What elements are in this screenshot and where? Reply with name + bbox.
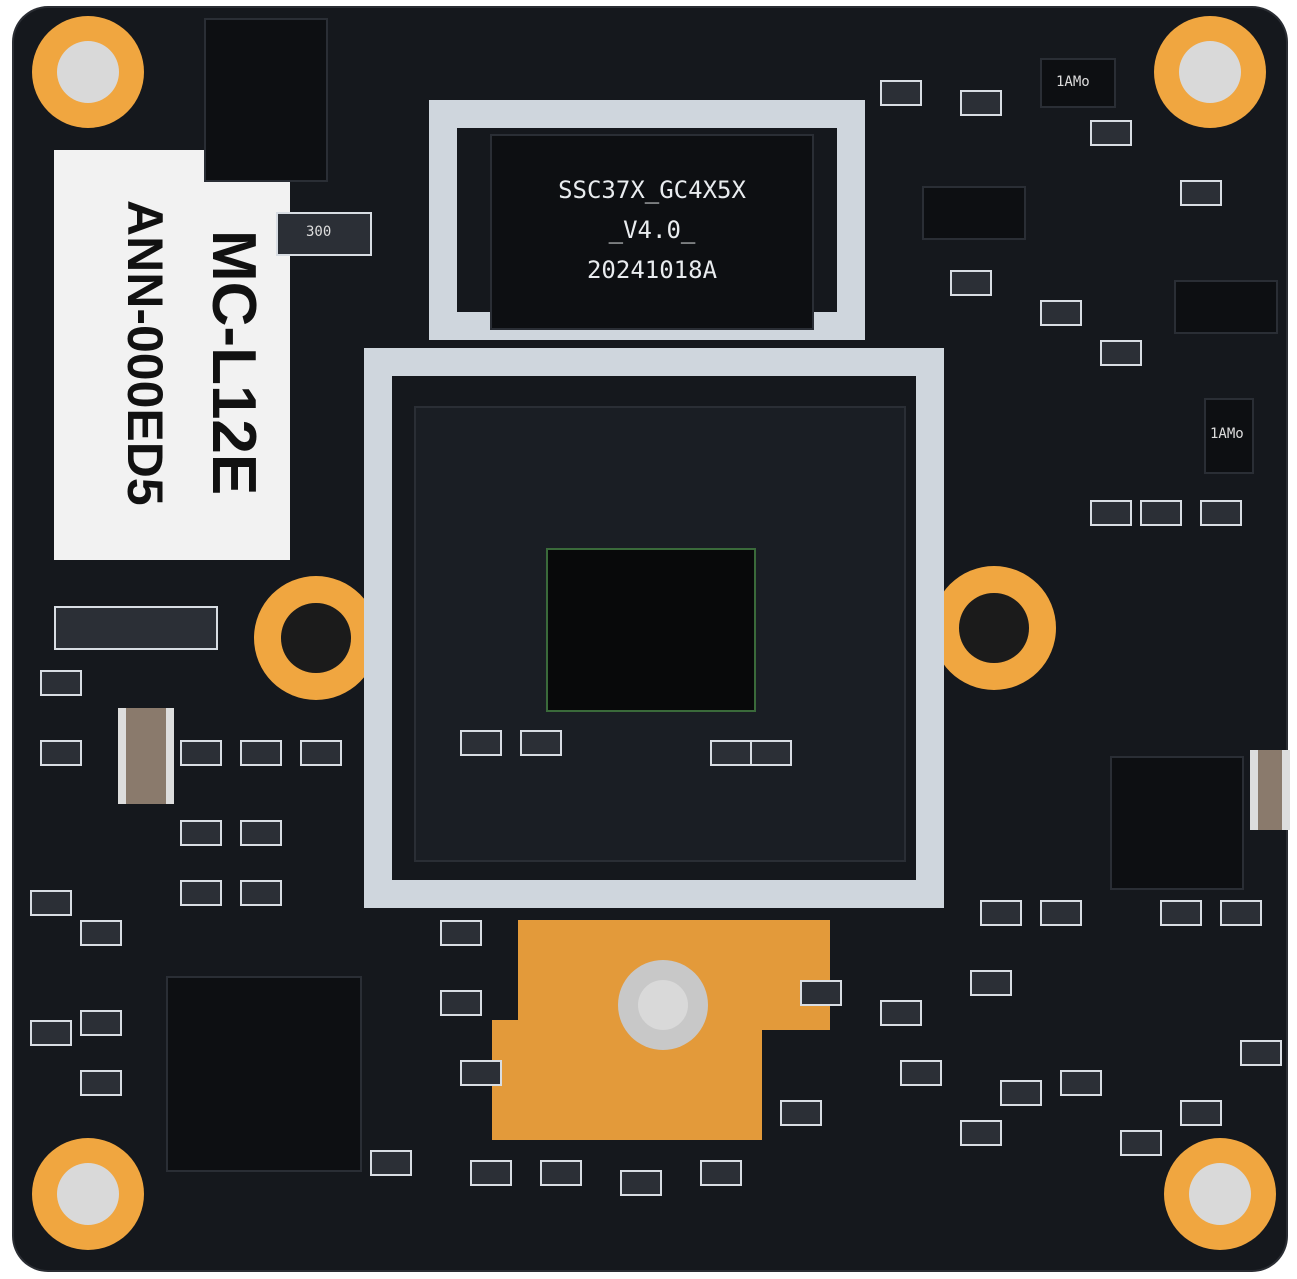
- transistor-3: [922, 186, 1026, 240]
- smd-part: [520, 730, 562, 756]
- transistor-1: 1AMo: [1040, 58, 1116, 108]
- pcb-board: MC-L12E ANN-000ED5 300 SSC37X_GC4X5X _V4…: [14, 8, 1290, 1270]
- smd-part: [40, 740, 82, 766]
- smd-part: [1090, 120, 1132, 146]
- ground-screw: [618, 960, 708, 1050]
- smd-part: [880, 80, 922, 106]
- smd-part: [240, 740, 282, 766]
- mounting-hole-top-left: [32, 16, 144, 128]
- smd-part: [1240, 1040, 1282, 1066]
- smd-part: [180, 740, 222, 766]
- qfn-chip: [1110, 756, 1244, 890]
- soc-text-line3: 20241018A: [586, 256, 718, 284]
- smd-part: [440, 920, 482, 946]
- capacitor: [1250, 750, 1290, 830]
- mounting-hole-bottom-right: [1164, 1138, 1276, 1250]
- smd-part: [30, 890, 72, 916]
- smd-part: [750, 740, 792, 766]
- transistor-mark-2: 1AMo: [1210, 426, 1244, 442]
- product-label: MC-L12E ANN-000ED5: [54, 150, 290, 560]
- smd-part: [40, 670, 82, 696]
- transistor-2: 1AMo: [1204, 398, 1254, 474]
- smd-part: [900, 1060, 942, 1086]
- smd-part: [780, 1100, 822, 1126]
- smd-part: [1120, 1130, 1162, 1156]
- soc-text-line1: SSC37X_GC4X5X: [558, 176, 746, 204]
- smd-part: [710, 740, 752, 766]
- smd-part: [700, 1160, 742, 1186]
- smd-part: [960, 1120, 1002, 1146]
- smd-part: [180, 820, 222, 846]
- memory-chip: [166, 976, 362, 1172]
- smd-part: [80, 1010, 122, 1036]
- lens-mount-hole-left: [254, 576, 378, 700]
- smd-part: [1180, 1100, 1222, 1126]
- smd-part: [1040, 900, 1082, 926]
- soc-chip: SSC37X_GC4X5X _V4.0_ 20241018A: [490, 134, 814, 330]
- smd-part: [1180, 180, 1222, 206]
- smd-part: [880, 1000, 922, 1026]
- mounting-hole-top-right: [1154, 16, 1266, 128]
- soc-text-line2: _V4.0_: [608, 216, 696, 244]
- smd-part: [620, 1170, 662, 1196]
- smd-part: [470, 1160, 512, 1186]
- smd-part: [370, 1150, 412, 1176]
- smd-part: [1000, 1080, 1042, 1106]
- smd-part: [960, 90, 1002, 116]
- smd-part: [300, 740, 342, 766]
- smd-part: [240, 820, 282, 846]
- capacitor: [118, 708, 174, 804]
- transistor-4: [1174, 280, 1278, 334]
- diode: [54, 606, 218, 650]
- resistor-code: 300: [306, 224, 332, 240]
- smd-part: [1220, 900, 1262, 926]
- smd-part: [460, 1060, 502, 1086]
- smd-part: [1140, 500, 1182, 526]
- smd-part: [1160, 900, 1202, 926]
- smd-part: [970, 970, 1012, 996]
- smd-part: [460, 730, 502, 756]
- ground-pad-lower: [492, 1020, 762, 1140]
- label-model: MC-L12E: [199, 230, 268, 496]
- smd-part: [1040, 300, 1082, 326]
- shield-frame-sensor: [364, 348, 944, 908]
- flash-chip-top: [204, 18, 328, 182]
- label-serial: ANN-000ED5: [117, 200, 173, 506]
- smd-part: [950, 270, 992, 296]
- smd-part: [1100, 340, 1142, 366]
- transistor-mark-1: 1AMo: [1056, 74, 1090, 90]
- smd-part: [800, 980, 842, 1006]
- smd-part: [980, 900, 1022, 926]
- smd-part: [80, 920, 122, 946]
- smd-part: [180, 880, 222, 906]
- smd-part: [1200, 500, 1242, 526]
- smd-part: [30, 1020, 72, 1046]
- image-sensor: [546, 548, 756, 712]
- lens-mount-hole-right: [932, 566, 1056, 690]
- smd-part: [240, 880, 282, 906]
- smd-part: [1090, 500, 1132, 526]
- mounting-hole-bottom-left: [32, 1138, 144, 1250]
- smd-part: [80, 1070, 122, 1096]
- smd-part: [540, 1160, 582, 1186]
- smd-part: [1060, 1070, 1102, 1096]
- resistor: 300: [276, 212, 372, 256]
- smd-part: [440, 990, 482, 1016]
